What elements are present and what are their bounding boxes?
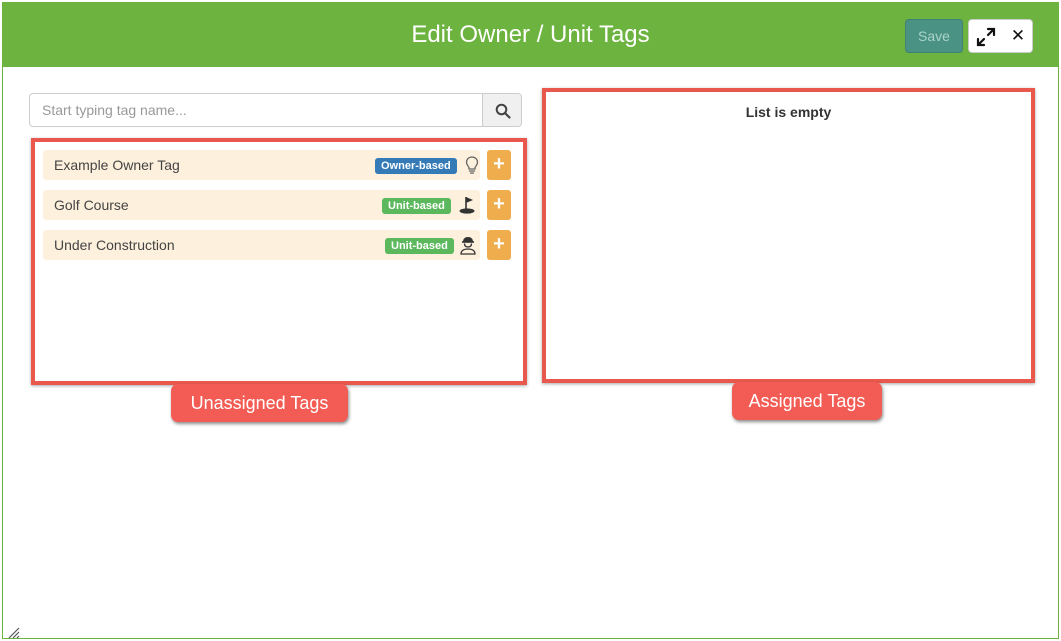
resize-grip-icon[interactable] [7,626,21,640]
unassigned-tags-callout: Unassigned Tags [171,384,348,422]
tag-row: Example Owner Tag Owner-based [43,150,480,180]
search-button[interactable] [482,94,521,126]
unassigned-tags-panel: Example Owner Tag Owner-based + Golf Cou… [31,138,527,385]
tag-row: Under Construction Unit-based [43,230,480,260]
dialog-header: Edit Owner / Unit Tags Save ✕ [3,3,1058,67]
close-icon[interactable]: ✕ [1010,26,1026,45]
window-controls: ✕ [968,19,1033,53]
construction-worker-icon [457,234,479,256]
add-tag-button[interactable]: + [487,150,511,180]
unit-based-badge: Unit-based [385,238,454,254]
owner-based-badge: Owner-based [375,158,457,174]
assigned-tags-callout: Assigned Tags [732,382,882,420]
add-tag-button[interactable]: + [487,230,511,260]
assigned-tags-panel: List is empty [542,88,1035,383]
golf-flag-icon [457,194,479,216]
add-tag-button[interactable]: + [487,190,511,220]
tag-name: Under Construction [54,237,175,253]
search-input[interactable] [30,94,482,126]
lightbulb-icon [461,154,483,176]
tag-name: Example Owner Tag [54,157,180,173]
tag-row: Golf Course Unit-based [43,190,480,220]
save-button[interactable]: Save [905,19,963,53]
empty-list-message: List is empty [745,104,832,120]
tag-search [29,93,522,127]
expand-icon[interactable] [975,26,997,48]
dialog-title: Edit Owner / Unit Tags [411,21,650,48]
unit-based-badge: Unit-based [382,198,451,214]
tag-name: Golf Course [54,197,129,213]
search-icon [495,103,511,119]
